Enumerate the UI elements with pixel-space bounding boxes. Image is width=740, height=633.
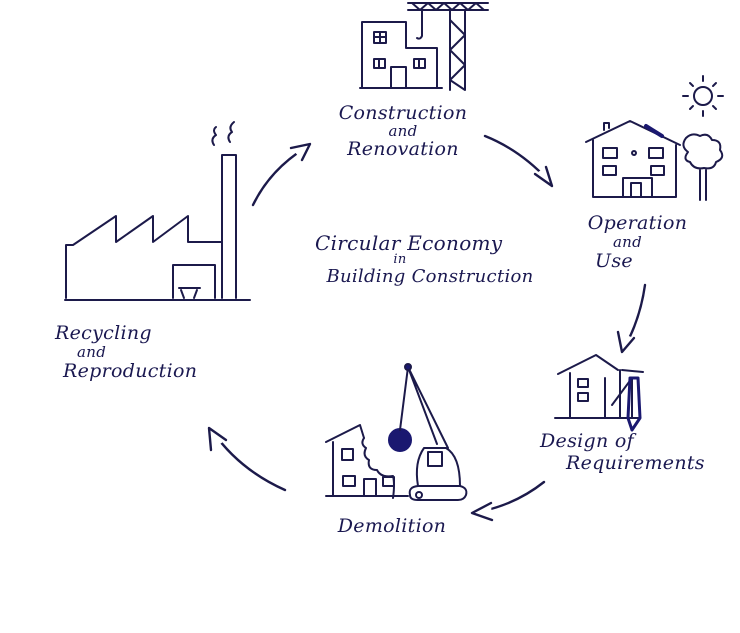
label-line: and bbox=[388, 122, 418, 140]
arrow-recycling-to-construction bbox=[251, 146, 307, 207]
title-line-2: in bbox=[393, 252, 407, 267]
stage-label-operation: Operation and Use bbox=[575, 212, 700, 272]
stage-label-design: Design of Requirements bbox=[540, 430, 720, 474]
house-with-drafting-tools-icon bbox=[554, 354, 644, 432]
title-line-1: Circular Economy bbox=[315, 231, 503, 255]
label-line: Reproduction bbox=[63, 360, 198, 382]
title-line-3: Building Construction bbox=[326, 266, 534, 287]
label-line: Requirements bbox=[566, 452, 705, 474]
label-line: Use bbox=[595, 250, 633, 272]
label-line: and bbox=[77, 343, 107, 361]
label-line: Renovation bbox=[347, 138, 459, 160]
factory-icon bbox=[64, 121, 251, 301]
label-line: Design of bbox=[540, 430, 634, 452]
label-line: Operation bbox=[587, 212, 688, 234]
stage-label-demolition: Demolition bbox=[322, 515, 462, 537]
stage-label-construction: Construction and Renovation bbox=[328, 102, 478, 160]
diagram-title: Circular Economy in Building Constructio… bbox=[305, 232, 555, 288]
label-line: Recycling bbox=[55, 322, 152, 344]
label-line: and bbox=[612, 233, 643, 251]
wrecking-ball-crane-icon bbox=[325, 363, 468, 501]
stage-label-recycling: Recycling and Reproduction bbox=[55, 322, 215, 382]
label-line: Construction bbox=[338, 102, 468, 124]
flow-arrows bbox=[207, 134, 647, 522]
label-line: Demolition bbox=[337, 515, 447, 537]
house-with-sun-and-tree-icon bbox=[585, 75, 724, 201]
building-with-crane-icon bbox=[359, 2, 489, 91]
